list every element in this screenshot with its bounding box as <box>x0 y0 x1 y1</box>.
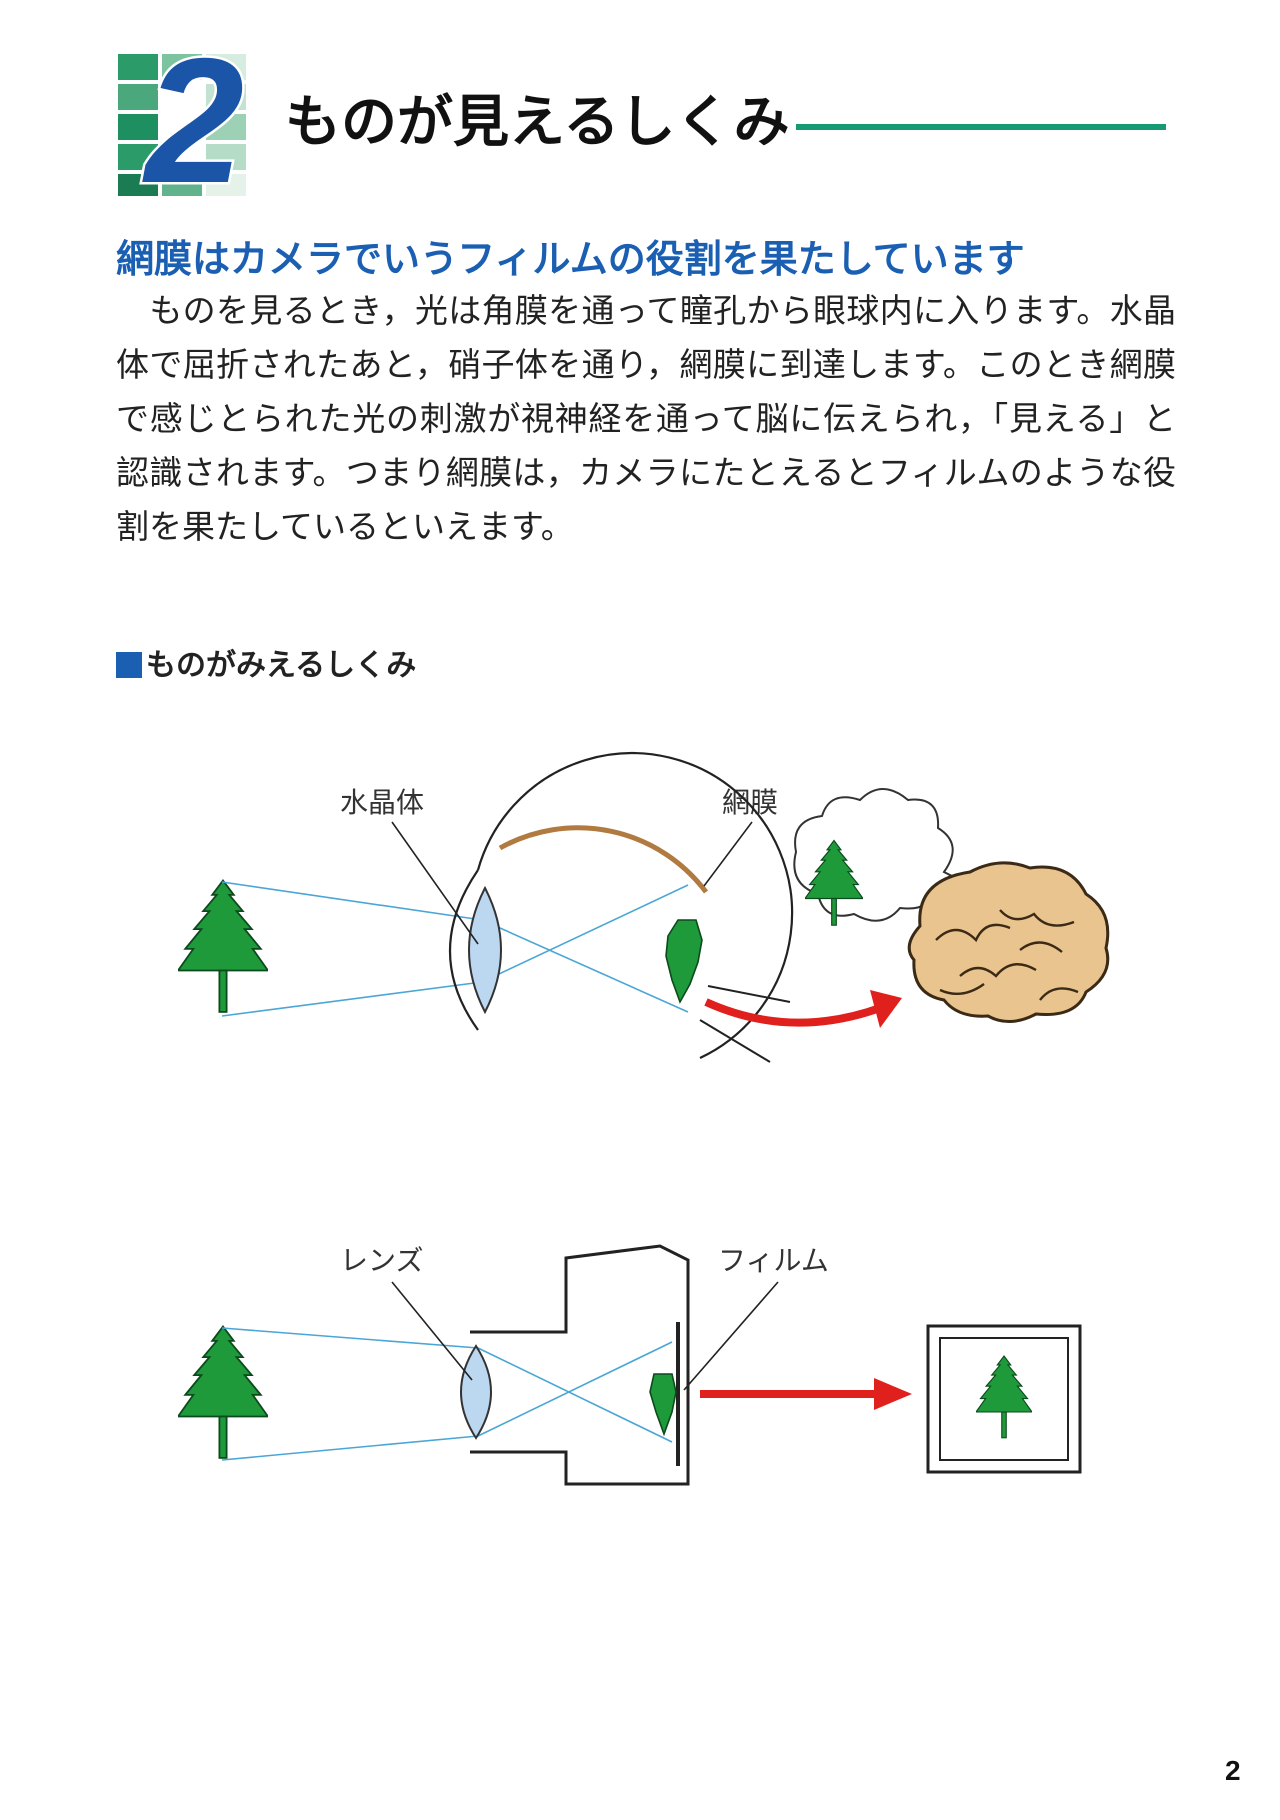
cornea <box>448 869 479 1031</box>
camera-diagram: レンズ フィルム <box>178 1244 1082 1486</box>
lens-label: 水晶体 <box>340 786 424 819</box>
film-label: フィルム <box>718 1244 829 1277</box>
tree-object-icon <box>178 879 268 1013</box>
camera-lens-label: レンズ <box>340 1244 423 1277</box>
retina-pointer <box>703 821 753 887</box>
brain-icon <box>907 861 1110 1023</box>
eye-diagram: 水晶体 網膜 <box>178 752 1110 1063</box>
chapter-title: ものが見えるしくみ <box>285 90 790 155</box>
camera-light-rays <box>221 1327 673 1461</box>
camera-body <box>470 1244 690 1486</box>
figure-caption-text: ものがみえるしくみ <box>146 648 417 683</box>
camera-lens <box>460 1344 492 1440</box>
signal-arrowhead-icon <box>870 990 902 1028</box>
page-number: 2 <box>1225 1755 1241 1786</box>
eyeball-outline <box>476 752 794 1059</box>
section-heading: 網膜はカメラでいうフィルムの役割を果たしています <box>116 237 1025 281</box>
title-rule <box>796 124 1166 130</box>
crystalline-lens <box>468 885 502 1015</box>
chapter-badge <box>118 54 248 196</box>
camera-lens-pointer <box>391 1281 473 1381</box>
retina-label: 網膜 <box>722 786 778 819</box>
optic-nerve <box>699 985 791 1063</box>
film-pointer <box>683 1281 779 1391</box>
film-image-icon <box>649 1373 677 1437</box>
figure-caption: ものがみえるしくみ <box>116 640 416 684</box>
photo-arrowhead-icon <box>874 1378 912 1410</box>
retina-layer <box>498 825 709 894</box>
inverted-image-icon <box>665 919 703 1004</box>
camera-tree-object-icon <box>178 1325 268 1459</box>
light-rays <box>221 881 689 1017</box>
caption-square-icon <box>116 652 142 678</box>
lens-pointer <box>391 821 479 945</box>
body-paragraph: ものを見るとき，光は角膜を通って瞳孔から眼球内に入ります。水晶体で屈折されたあと… <box>116 284 1176 554</box>
body-text: ものを見るとき，光は角膜を通って瞳孔から眼球内に入ります。水晶体で屈折されたあと… <box>116 291 1177 546</box>
chapter-number: 2 <box>143 21 247 220</box>
signal-arrow <box>704 998 882 1027</box>
